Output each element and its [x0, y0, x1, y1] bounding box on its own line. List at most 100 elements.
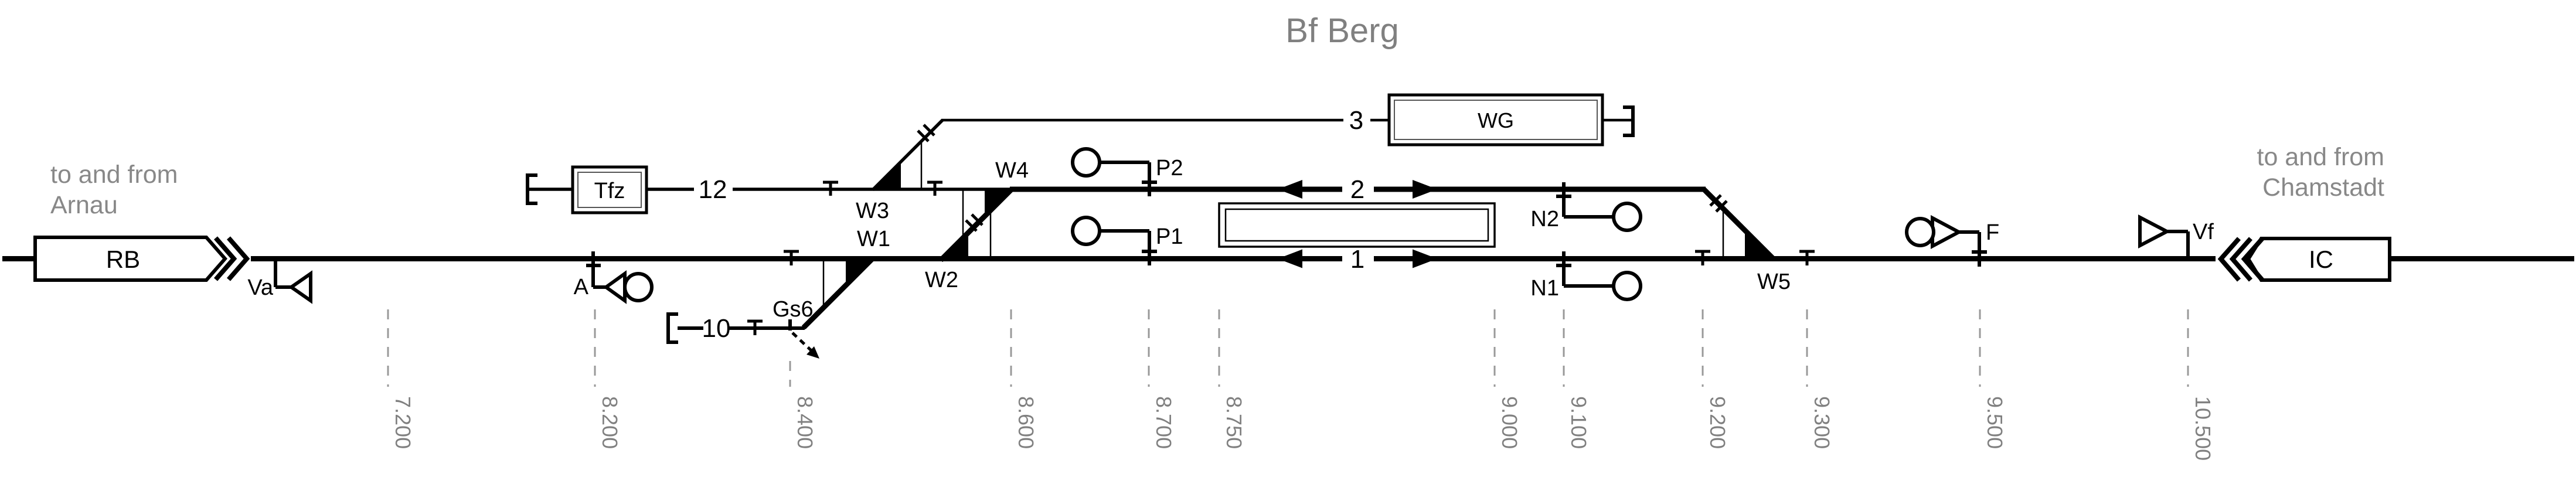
buffer-stop-track3 — [1623, 105, 1635, 137]
switch-w1-triangle — [846, 260, 872, 285]
switch-w3-triangle — [873, 162, 901, 189]
km-marker: 9.500 — [1979, 309, 2007, 449]
signal-a: A — [574, 251, 654, 304]
main-signal-circle-icon — [1905, 217, 1935, 247]
km-label: 9.200 — [1706, 396, 1730, 449]
t-marker — [927, 180, 942, 196]
insulated-joint-marks — [917, 124, 1728, 232]
t-marker — [1695, 250, 1710, 265]
direction-right-line1: to and from — [2257, 143, 2385, 171]
signal-p2-label: P2 — [1156, 156, 1183, 180]
switch-w5-label: W5 — [1757, 270, 1791, 294]
km-marker: 10.500 — [2187, 309, 2215, 461]
km-label: 9.500 — [1983, 396, 2007, 449]
signal-vf: Vf — [2138, 214, 2214, 258]
km-label: 8.200 — [598, 396, 622, 449]
main-signal-circle-icon — [623, 272, 654, 302]
km-marker: 9.300 — [1806, 309, 1834, 449]
switch-w5-branch — [1701, 186, 1777, 262]
switch-w2-triangle — [942, 233, 968, 259]
buffer-stop-track12 — [526, 173, 537, 205]
derailer-label: Gs6 — [773, 297, 814, 322]
signal-n1: N1 — [1530, 251, 1642, 301]
distant-triangle-icon — [1931, 215, 1963, 249]
km-marker: 8.700 — [1148, 309, 1176, 449]
direction-label-right: to and from Chamstadt — [2257, 143, 2385, 202]
platform — [1218, 202, 1496, 248]
signal-n2: N2 — [1530, 182, 1642, 232]
train-ic: IC — [2217, 237, 2391, 282]
km-label: 8.750 — [1222, 396, 1246, 449]
km-label: 8.400 — [793, 396, 817, 449]
km-label: 8.600 — [1014, 396, 1038, 449]
signal-va-label: Va — [247, 275, 274, 300]
km-marker: 9.200 — [1702, 309, 1730, 449]
direction-left-line1: to and from — [50, 161, 178, 189]
arrow-right-icon — [1413, 180, 1437, 199]
km-label: 9.000 — [1498, 396, 1522, 449]
track-10-label: 10 — [702, 314, 731, 343]
switch-w1-label: W1 — [857, 227, 890, 251]
main-signal-circle-icon — [1071, 147, 1101, 178]
wg-box: WG — [1387, 93, 1604, 146]
distant-triangle-icon — [603, 270, 627, 304]
km-marker: 8.600 — [1010, 309, 1038, 449]
km-marker: 8.400 — [789, 361, 817, 449]
signal-f-label: F — [1986, 220, 1999, 245]
direction-left-line2: Arnau — [50, 191, 118, 219]
fouling-point-marks — [822, 142, 1724, 307]
direction-right-line2: Chamstadt — [2262, 173, 2384, 202]
buffer-stop-track10 — [666, 312, 678, 344]
signal-p1: P1 — [1071, 216, 1183, 265]
t-marker — [784, 250, 799, 265]
switch-labels: W1 W2 W3 W4 W5 — [856, 158, 1791, 294]
signal-p2: P2 — [1071, 147, 1183, 196]
km-label: 7.200 — [391, 396, 415, 449]
main-signal-circle-icon — [1612, 271, 1642, 301]
switch-w3-branch — [872, 119, 944, 191]
signal-p1-label: P1 — [1156, 224, 1183, 249]
km-label: 9.300 — [1810, 396, 1834, 449]
train-rb-label: RB — [106, 246, 140, 273]
distant-triangle-icon — [288, 270, 312, 304]
t-marker — [747, 319, 763, 335]
signal-f: F — [1905, 215, 1999, 267]
km-label: 9.100 — [1567, 396, 1591, 449]
switch-symbols — [846, 162, 1773, 285]
main-signal-circle-icon — [1071, 216, 1101, 246]
train-rb: RB — [33, 236, 250, 282]
signal-va: Va — [247, 260, 312, 304]
switch-w4-label: W4 — [995, 158, 1029, 183]
page-title: Bf Berg — [1285, 12, 1398, 50]
arrow-right-icon — [1413, 249, 1437, 268]
km-label: 8.700 — [1152, 396, 1176, 449]
train-ic-label: IC — [2309, 246, 2333, 273]
buffer-stops — [526, 105, 1635, 344]
signal-a-label: A — [574, 275, 589, 299]
km-marker: 8.750 — [1218, 309, 1246, 449]
km-marker: 9.100 — [1563, 309, 1591, 449]
direction-label-left: to and from Arnau — [50, 161, 178, 219]
track-1-label: 1 — [1350, 245, 1364, 274]
derailer-arrow-icon — [807, 346, 819, 359]
main-signal-circle-icon — [1612, 202, 1642, 232]
track-2-label: 2 — [1350, 175, 1364, 204]
km-marker: 9.000 — [1493, 309, 1522, 449]
switch-w5-triangle — [1745, 233, 1773, 260]
track-number-labels: 1 2 3 10 12 — [699, 106, 1365, 343]
wg-label: WG — [1478, 108, 1514, 132]
switch-w3-label: W3 — [856, 199, 889, 223]
distant-triangle-icon — [2138, 214, 2171, 248]
switch-w2-label: W2 — [925, 268, 958, 292]
track-marker-posts — [747, 180, 1815, 335]
switch-w4-triangle — [985, 189, 1011, 215]
signal-n1-label: N1 — [1530, 276, 1559, 301]
track-12-label: 12 — [699, 175, 727, 204]
km-markers: 7.200 8.200 8.400 8.600 8.700 8.750 9.00… — [387, 309, 2215, 461]
derailer-gs6: Gs6 — [773, 297, 819, 359]
t-marker — [1799, 250, 1815, 265]
tfz-box: Tfz — [571, 165, 648, 214]
t-marker — [823, 180, 838, 196]
km-label: 10.500 — [2191, 396, 2215, 461]
